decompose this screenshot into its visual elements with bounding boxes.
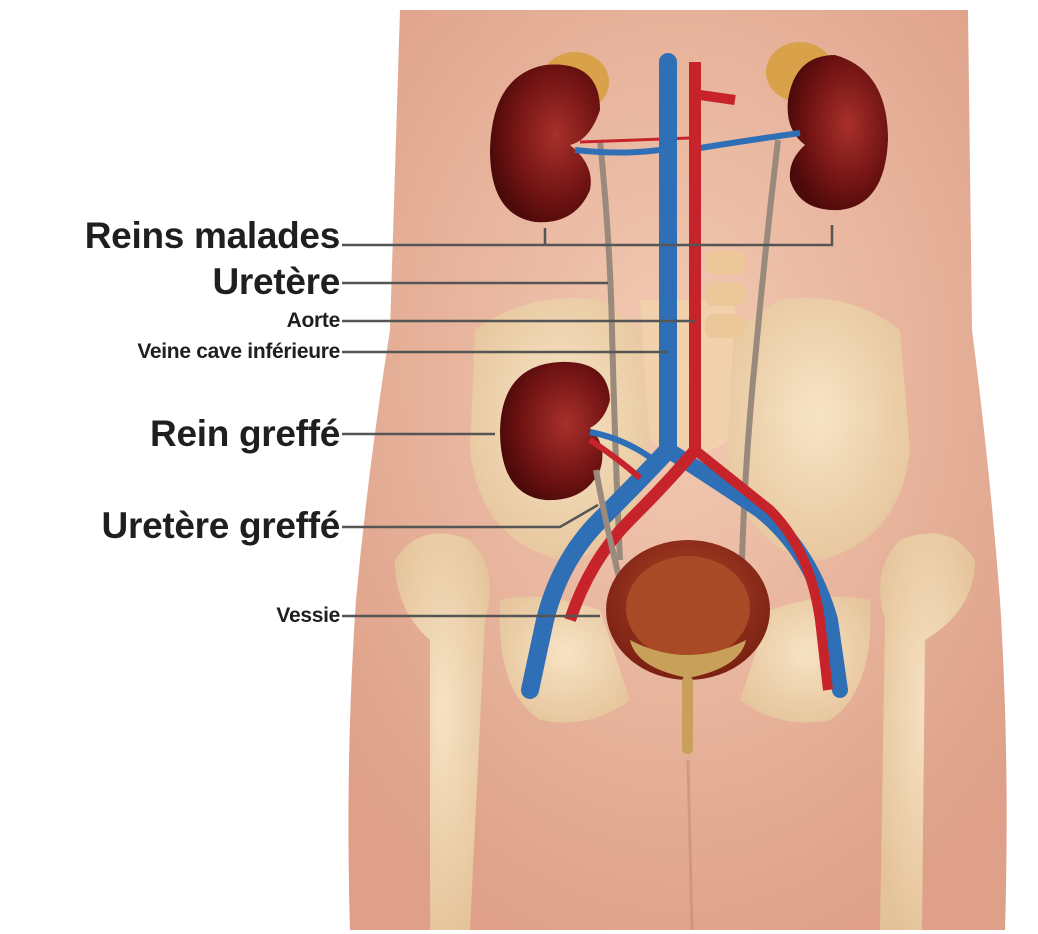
label-uretere-greffe: Uretère greffé	[102, 506, 340, 546]
label-vessie: Vessie	[276, 604, 340, 628]
label-aorte: Aorte	[287, 309, 340, 333]
label-reins-malades: Reins malades	[85, 216, 340, 256]
label-uretere: Uretère	[213, 262, 340, 302]
urethra	[682, 676, 693, 754]
label-rein-greffe: Rein greffé	[150, 414, 340, 454]
label-veine-cave-inferieure: Veine cave inférieure	[137, 340, 340, 364]
